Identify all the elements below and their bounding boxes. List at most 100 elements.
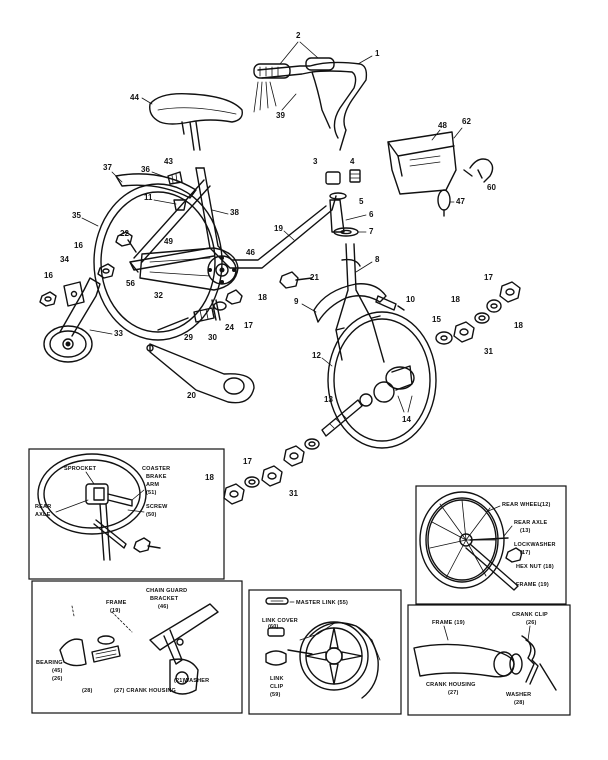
crank-hardware xyxy=(115,231,313,321)
callout-22: 22 xyxy=(120,229,129,238)
callout-43: 43 xyxy=(164,157,173,166)
inset-chain-label-19: (19) xyxy=(110,608,121,614)
callout-29: 29 xyxy=(184,333,193,342)
callout-21: 21 xyxy=(310,273,319,282)
chain-guard-part xyxy=(146,343,255,404)
frame-part xyxy=(129,167,347,271)
seat-clamp-parts xyxy=(167,171,187,211)
callout-3: 3 xyxy=(313,157,318,166)
callout-31a: 31 xyxy=(484,347,493,356)
inset-rear-label-12: (12) xyxy=(540,502,551,508)
callout-5: 5 xyxy=(359,197,364,206)
front-right-hardware xyxy=(435,281,521,345)
callout-17a: 17 xyxy=(244,321,253,330)
inset-chain-label-frame: FRAME xyxy=(106,600,127,606)
callout-14: 14 xyxy=(402,415,411,424)
callout-49: 49 xyxy=(164,237,173,246)
inset-crank-label-crank-clip: CRANK CLIP xyxy=(512,612,548,618)
front-left-hardware xyxy=(223,438,320,505)
inset-chain-label-45: (45) xyxy=(52,668,63,674)
fork-part xyxy=(335,243,385,363)
inset-chain-label-27: (27) CRANK HOUSING xyxy=(114,688,176,694)
inset-chain-label-28: (28) xyxy=(82,688,93,694)
callout-39: 39 xyxy=(276,111,285,120)
inset-sprocket-label-arm: ARM xyxy=(146,482,159,488)
callout-36: 36 xyxy=(141,165,150,174)
inset-rear-label-hex-nut: HEX NUT (18) xyxy=(516,564,554,570)
inset-master-label-59: (59) xyxy=(270,692,281,698)
handlebar-part xyxy=(253,57,368,151)
inset-chain-guard-frame xyxy=(31,580,243,714)
callout-46: 46 xyxy=(246,248,255,257)
inset-rear-label-rear-wheel: REAR WHEEL xyxy=(502,502,541,508)
callout-15: 15 xyxy=(432,315,441,324)
callout-17c: 17 xyxy=(243,457,252,466)
inset-rear-wheel-frame xyxy=(415,485,567,605)
main-exploded-view xyxy=(39,57,521,505)
callout-17b: 17 xyxy=(484,273,493,282)
callout-8: 8 xyxy=(375,255,380,264)
callout-35: 35 xyxy=(72,211,81,220)
inset-master-label-60: (60) xyxy=(268,624,279,630)
inset-sprocket-label-sprocket: SPROCKET xyxy=(64,466,97,472)
inset-rear-wheel: REAR WHEEL (12) REAR AXLE (13) LOCKWASHE… xyxy=(415,485,567,605)
inset-sprocket-label-brake: BRAKE xyxy=(146,474,167,480)
seat-part xyxy=(149,93,243,151)
inset-master-link: MASTER LINK (55) LINK COVER (60) LINK CL… xyxy=(248,589,402,715)
inset-rear-label-17: (17) xyxy=(520,550,531,556)
inset-sprocket-coaster-brake: SPROCKET COASTER BRAKE ARM (51) SCREW (5… xyxy=(28,448,225,580)
inset-crank-clip-frame xyxy=(407,604,571,716)
inset-crank-label-frame: FRAME (19) xyxy=(432,620,465,626)
training-wheel-part xyxy=(43,277,101,363)
callout-13: 13 xyxy=(324,395,333,404)
inset-crank-label-26: (26) xyxy=(526,620,537,626)
inset-rear-label-lockwasher: LOCKWASHER xyxy=(514,542,556,548)
callout-4: 4 xyxy=(350,157,355,166)
inset-chain-label-46: (46) xyxy=(158,604,169,610)
rear-wheel-part xyxy=(93,173,223,341)
callout-18c: 18 xyxy=(514,321,523,330)
inset-rear-label-rear-axle: REAR AXLE xyxy=(514,520,548,526)
crank-arm-part xyxy=(157,307,215,331)
callout-62: 62 xyxy=(462,117,471,126)
inset-crank-clip: CRANK CLIP (26) FRAME (19) CRANK HOUSING… xyxy=(407,604,571,716)
callout-1: 1 xyxy=(375,49,380,58)
callout-48: 48 xyxy=(438,121,447,130)
callout-47: 47 xyxy=(456,197,465,206)
inset-chain-label-26: (26) xyxy=(52,676,63,682)
callout-44: 44 xyxy=(130,93,139,102)
training-bracket-part xyxy=(39,263,115,307)
inset-crank-label-crank-housing: CRANK HOUSING xyxy=(426,682,476,688)
main-callouts: 1 2 3 4 5 6 7 8 9 10 11 12 13 14 15 16 1… xyxy=(44,31,523,498)
callout-20: 20 xyxy=(187,391,196,400)
callout-32: 32 xyxy=(154,291,163,300)
inset-chain-guard-bracket: FRAME (19) CHAIN GUARD BRACKET (46) (21)… xyxy=(31,580,243,714)
callout-18d: 18 xyxy=(205,473,214,482)
front-wheel-part xyxy=(327,311,437,449)
callout-9: 9 xyxy=(294,297,299,306)
front-fender-part xyxy=(313,283,387,323)
crank-sprocket-part xyxy=(139,247,239,291)
inset-crank-label-28: (28) xyxy=(514,700,525,706)
callout-24: 24 xyxy=(225,323,234,332)
callout-16b: 16 xyxy=(74,241,83,250)
callout-19: 19 xyxy=(274,224,283,233)
inset-sprocket-label-axle: AXLE xyxy=(35,512,51,518)
inset-master-label-clip: CLIP xyxy=(270,684,283,690)
inset-chain-label-chain-guard: CHAIN GUARD xyxy=(146,588,187,594)
callout-56: 56 xyxy=(126,279,135,288)
inset-crank-label-washer: WASHER xyxy=(506,692,531,698)
fork-bolt-part xyxy=(375,295,405,311)
streamers-part xyxy=(253,81,277,113)
inset-sprocket-label-coaster: COASTER xyxy=(142,466,170,472)
callout-10: 10 xyxy=(406,295,415,304)
callout-16a: 16 xyxy=(44,271,53,280)
inset-chain-label-washer: WASHER xyxy=(184,678,209,684)
callout-18a: 18 xyxy=(258,293,267,302)
front-axle-part xyxy=(321,399,363,437)
callout-30: 30 xyxy=(208,333,217,342)
inset-rear-label-13: (13) xyxy=(520,528,531,534)
inset-sprocket-frame xyxy=(28,448,225,580)
callout-60: 60 xyxy=(487,183,496,192)
